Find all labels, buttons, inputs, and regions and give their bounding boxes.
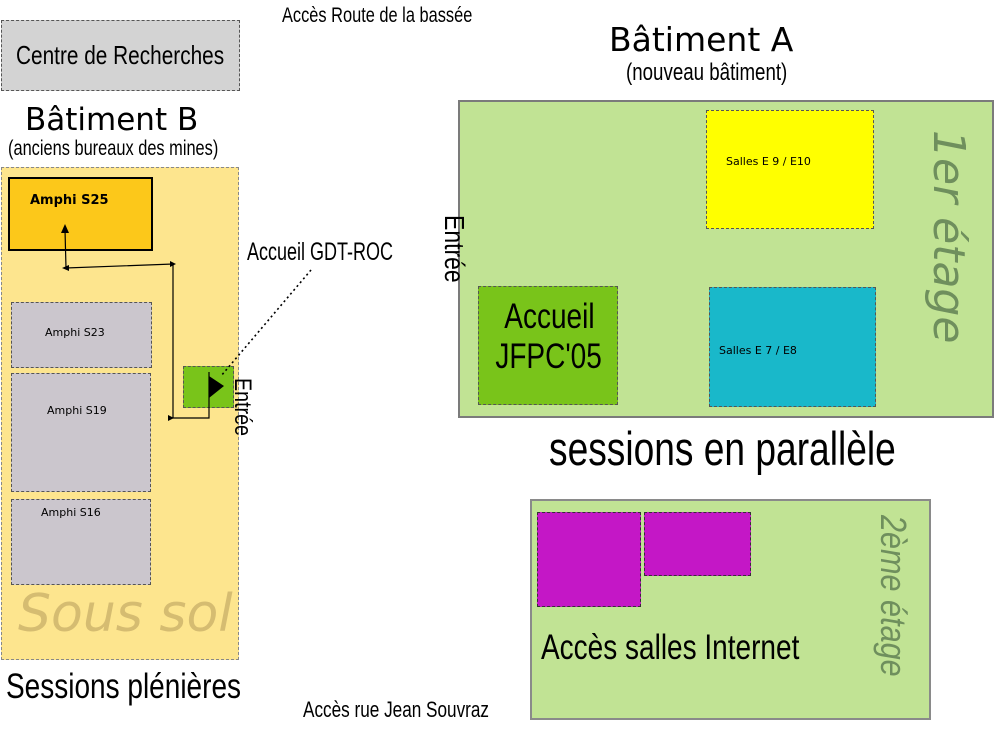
parallel-sessions-label: sessions en parallèle <box>549 422 896 475</box>
room-e7-e8: Salles E 7 / E8 <box>709 287 876 407</box>
jfpc-reception-box: Accueil JFPC'05 <box>478 286 618 405</box>
building-b-level-label: Sous sol <box>18 584 233 644</box>
route-marker-1 <box>62 265 69 271</box>
route-marker-3 <box>168 415 174 421</box>
internet-room-1 <box>537 512 641 607</box>
amphi-s16-label: Amphi S16 <box>41 506 101 519</box>
building-b-title: Bâtiment B <box>25 102 199 138</box>
amphi-s23-label: Amphi S23 <box>45 326 105 339</box>
jfpc-reception-line1: Accueil <box>503 297 595 336</box>
room-e7-e8-label: Salles E 7 / E8 <box>719 344 797 357</box>
route-arrowhead <box>61 224 69 233</box>
room-e9-e10-label: Salles E 9 / E10 <box>726 155 811 168</box>
amphi-s25: Amphi S25 <box>8 177 153 251</box>
top-access-label: Accès Route de la bassée <box>282 4 473 27</box>
amphi-s19-label: Amphi S19 <box>47 404 107 417</box>
building-a-title: Bâtiment A <box>609 20 794 59</box>
amphi-s25-label: Amphi S25 <box>30 193 109 208</box>
amphi-s23: Amphi S23 <box>11 302 152 368</box>
gdt-leader-line <box>220 269 312 377</box>
entry-arrow <box>209 376 224 398</box>
internet-rooms-label: Accès salles Internet <box>541 628 800 667</box>
building-a-subtitle: (nouveau bâtiment) <box>626 59 788 86</box>
jfpc-reception-line2: JFPC'05 <box>495 337 603 376</box>
amphi-s16: Amphi S16 <box>11 499 151 585</box>
amphi-s19: Amphi S19 <box>11 373 151 492</box>
room-e9-e10: Salles E 9 / E10 <box>706 110 874 229</box>
internet-room-2 <box>644 512 751 576</box>
route-marker-2 <box>170 261 176 267</box>
research-center-box: Centre de Recherches <box>1 20 240 91</box>
research-center-label: Centre de Recherches <box>16 40 225 70</box>
building-b-footer: Sessions plénières <box>6 667 242 706</box>
bottom-access-label: Accès rue Jean Souvraz <box>303 697 490 722</box>
gdt-reception-label: Accueil GDT-ROC <box>247 238 394 266</box>
building-b-subtitle: (anciens bureaux des mines) <box>8 137 219 160</box>
route-path <box>64 229 210 419</box>
